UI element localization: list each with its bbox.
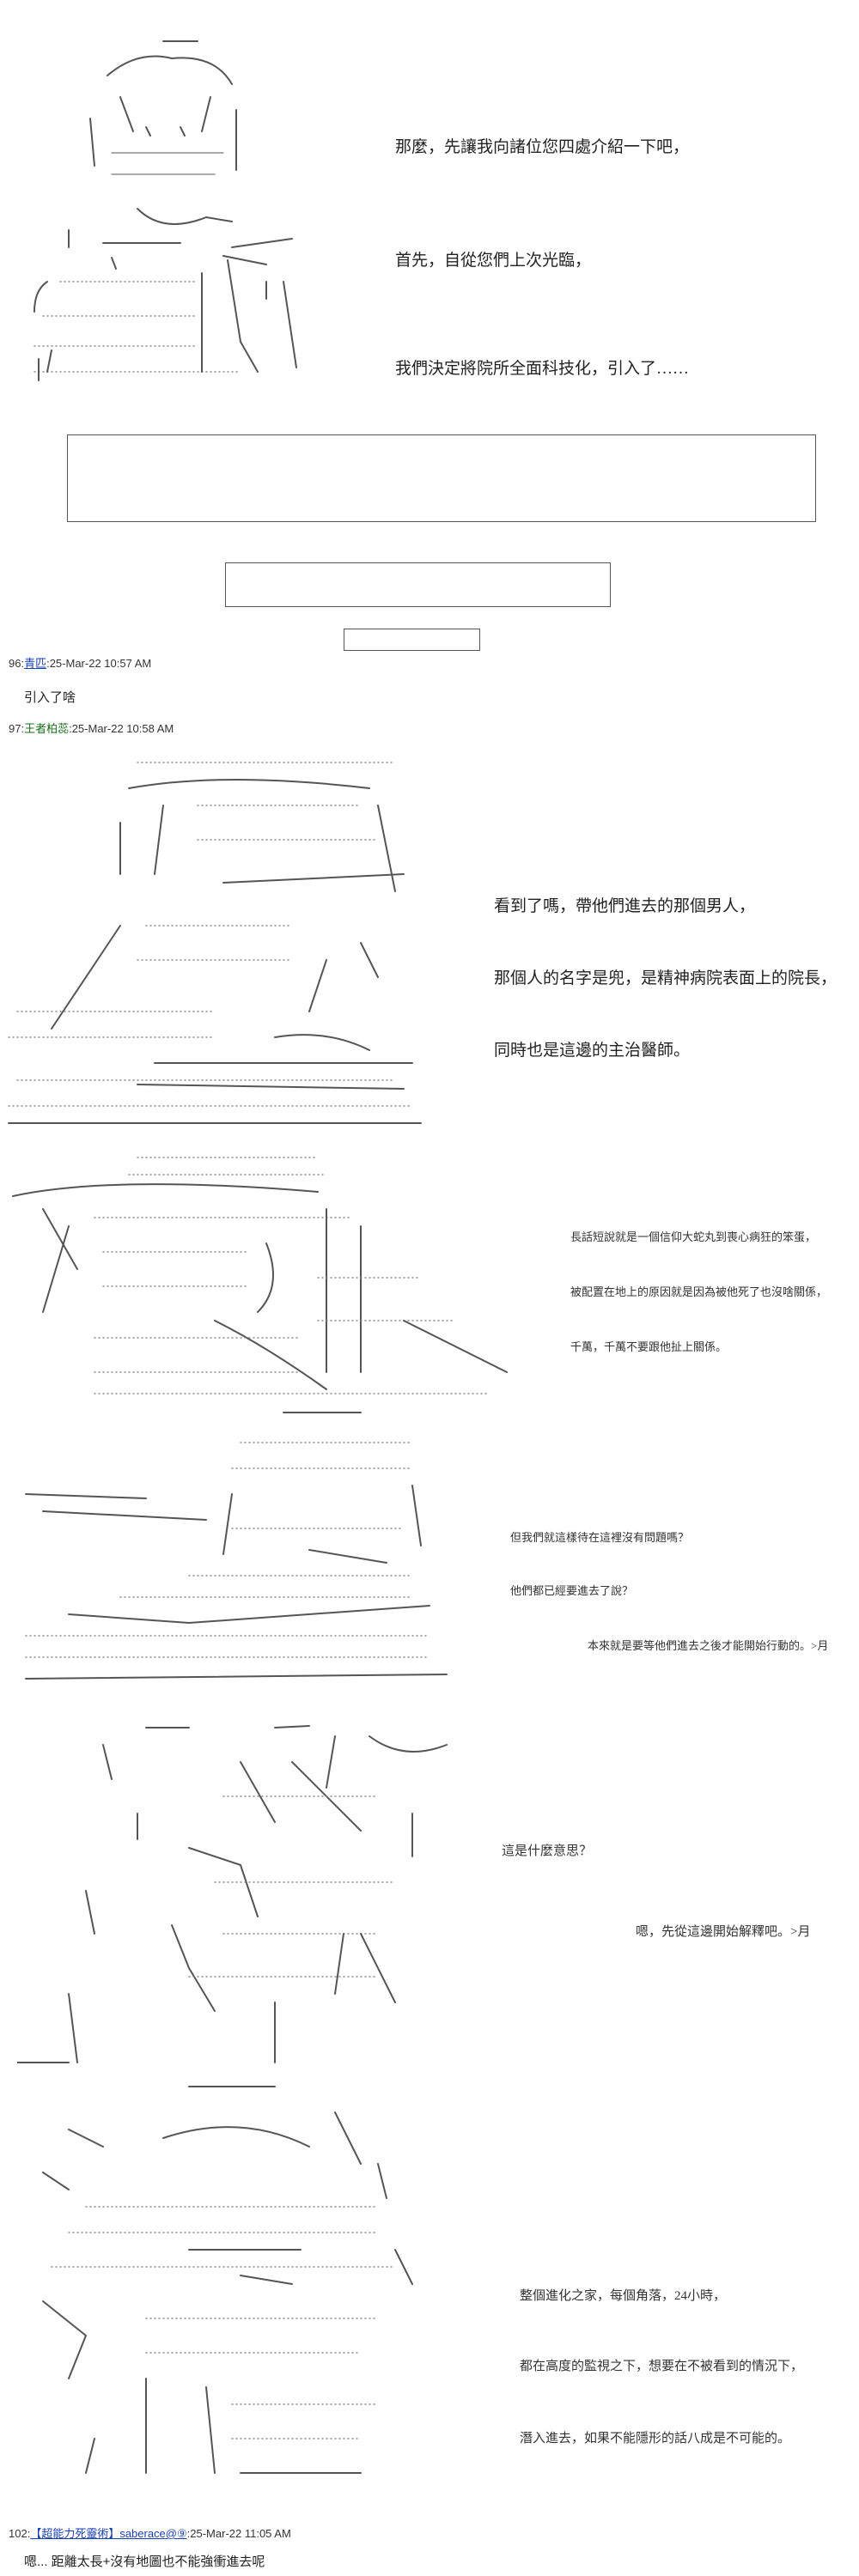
panel2-line-1: 看到了嗎，帶他們進去的那個男人， — [494, 897, 756, 915]
ascii-art-character-5 — [17, 1710, 464, 2071]
panel5-line-2: 嗯，先從這邊開始解釋吧。>月 — [636, 1925, 811, 1939]
panel3-line-2: 被配置在地上的原因就是因為被他死了也沒啥關係， — [570, 1285, 828, 1298]
post-97-header: 97:王者柏蕊:25-Mar-22 10:58 AM — [9, 720, 174, 736]
panel1-line-2: 首先，自從您們上次光臨， — [395, 252, 592, 270]
post-timestamp: :25-Mar-22 10:57 AM — [46, 657, 152, 670]
ascii-art-character-1 — [9, 24, 318, 385]
panel6-line-2: 都在高度的監視之下，想要在不被看到的情況下， — [520, 2360, 804, 2373]
panel1-line-1: 那麼，先讓我向諸位您四處介紹一下吧， — [395, 138, 690, 156]
panel1-line-3: 我們決定將院所全面科技化，引入了…… — [395, 360, 690, 378]
post-number: 102: — [9, 2527, 31, 2540]
panel6-line-3: 潛入進去，如果不能隱形的話八成是不可能的。 — [520, 2432, 791, 2445]
panel2-line-3: 同時也是這邊的主治醫師。 — [494, 1042, 691, 1060]
panel6-line-1: 整個進化之家，每個角落，24小時， — [520, 2289, 727, 2303]
ascii-art-character-2 — [0, 754, 430, 1132]
panel1-frame-medium — [225, 562, 611, 607]
post-number: 97: — [9, 722, 25, 735]
panel3-line-1: 長話短說就是一個信仰大蛇丸到喪心病狂的笨蛋， — [570, 1230, 817, 1243]
ascii-art-character-3 — [9, 1149, 515, 1406]
panel3-line-3: 千萬，千萬不要跟他扯上關係。 — [570, 1340, 728, 1353]
post-author-mark[interactable]: ⑨ — [177, 2527, 187, 2540]
ascii-art-character-6 — [17, 2078, 498, 2490]
post-timestamp: :25-Mar-22 11:05 AM — [186, 2527, 291, 2540]
ascii-art-character-4 — [17, 1400, 464, 1692]
panel4-line-2: 他們都已經要進去了說？ — [510, 1584, 634, 1597]
post-author[interactable]: 【超能力死靈術】saberace@ — [30, 2527, 177, 2540]
panel2-line-2: 那個人的名字是兜，是精神病院表面上的院長， — [494, 969, 838, 987]
post-author[interactable]: 王者柏蕊 — [24, 722, 70, 735]
post-96-header: 96:青匹:25-Mar-22 10:57 AM — [9, 654, 151, 671]
post-timestamp: :25-Mar-22 10:58 AM — [69, 722, 174, 735]
post-102-header: 102:【超能力死靈術】saberace@⑨:25-Mar-22 11:05 A… — [9, 2524, 291, 2541]
panel4-line-3: 本來就是要等他們進去之後才能開始行動的。>月 — [588, 1639, 829, 1652]
post-102-body: 嗯... 距離太長+沒有地圖也不能強衝進去呢 — [24, 2555, 265, 2569]
post-96-body: 引入了啥 — [24, 690, 76, 705]
post-author[interactable]: 青匹 — [24, 657, 47, 670]
post-number: 96: — [9, 657, 25, 670]
panel5-line-1: 這是什麼意思？ — [502, 1844, 593, 1858]
panel1-frame-small — [344, 629, 480, 651]
panel1-frame-large — [67, 434, 816, 522]
panel4-line-1: 但我們就這樣待在這裡沒有問題嗎？ — [510, 1531, 690, 1544]
